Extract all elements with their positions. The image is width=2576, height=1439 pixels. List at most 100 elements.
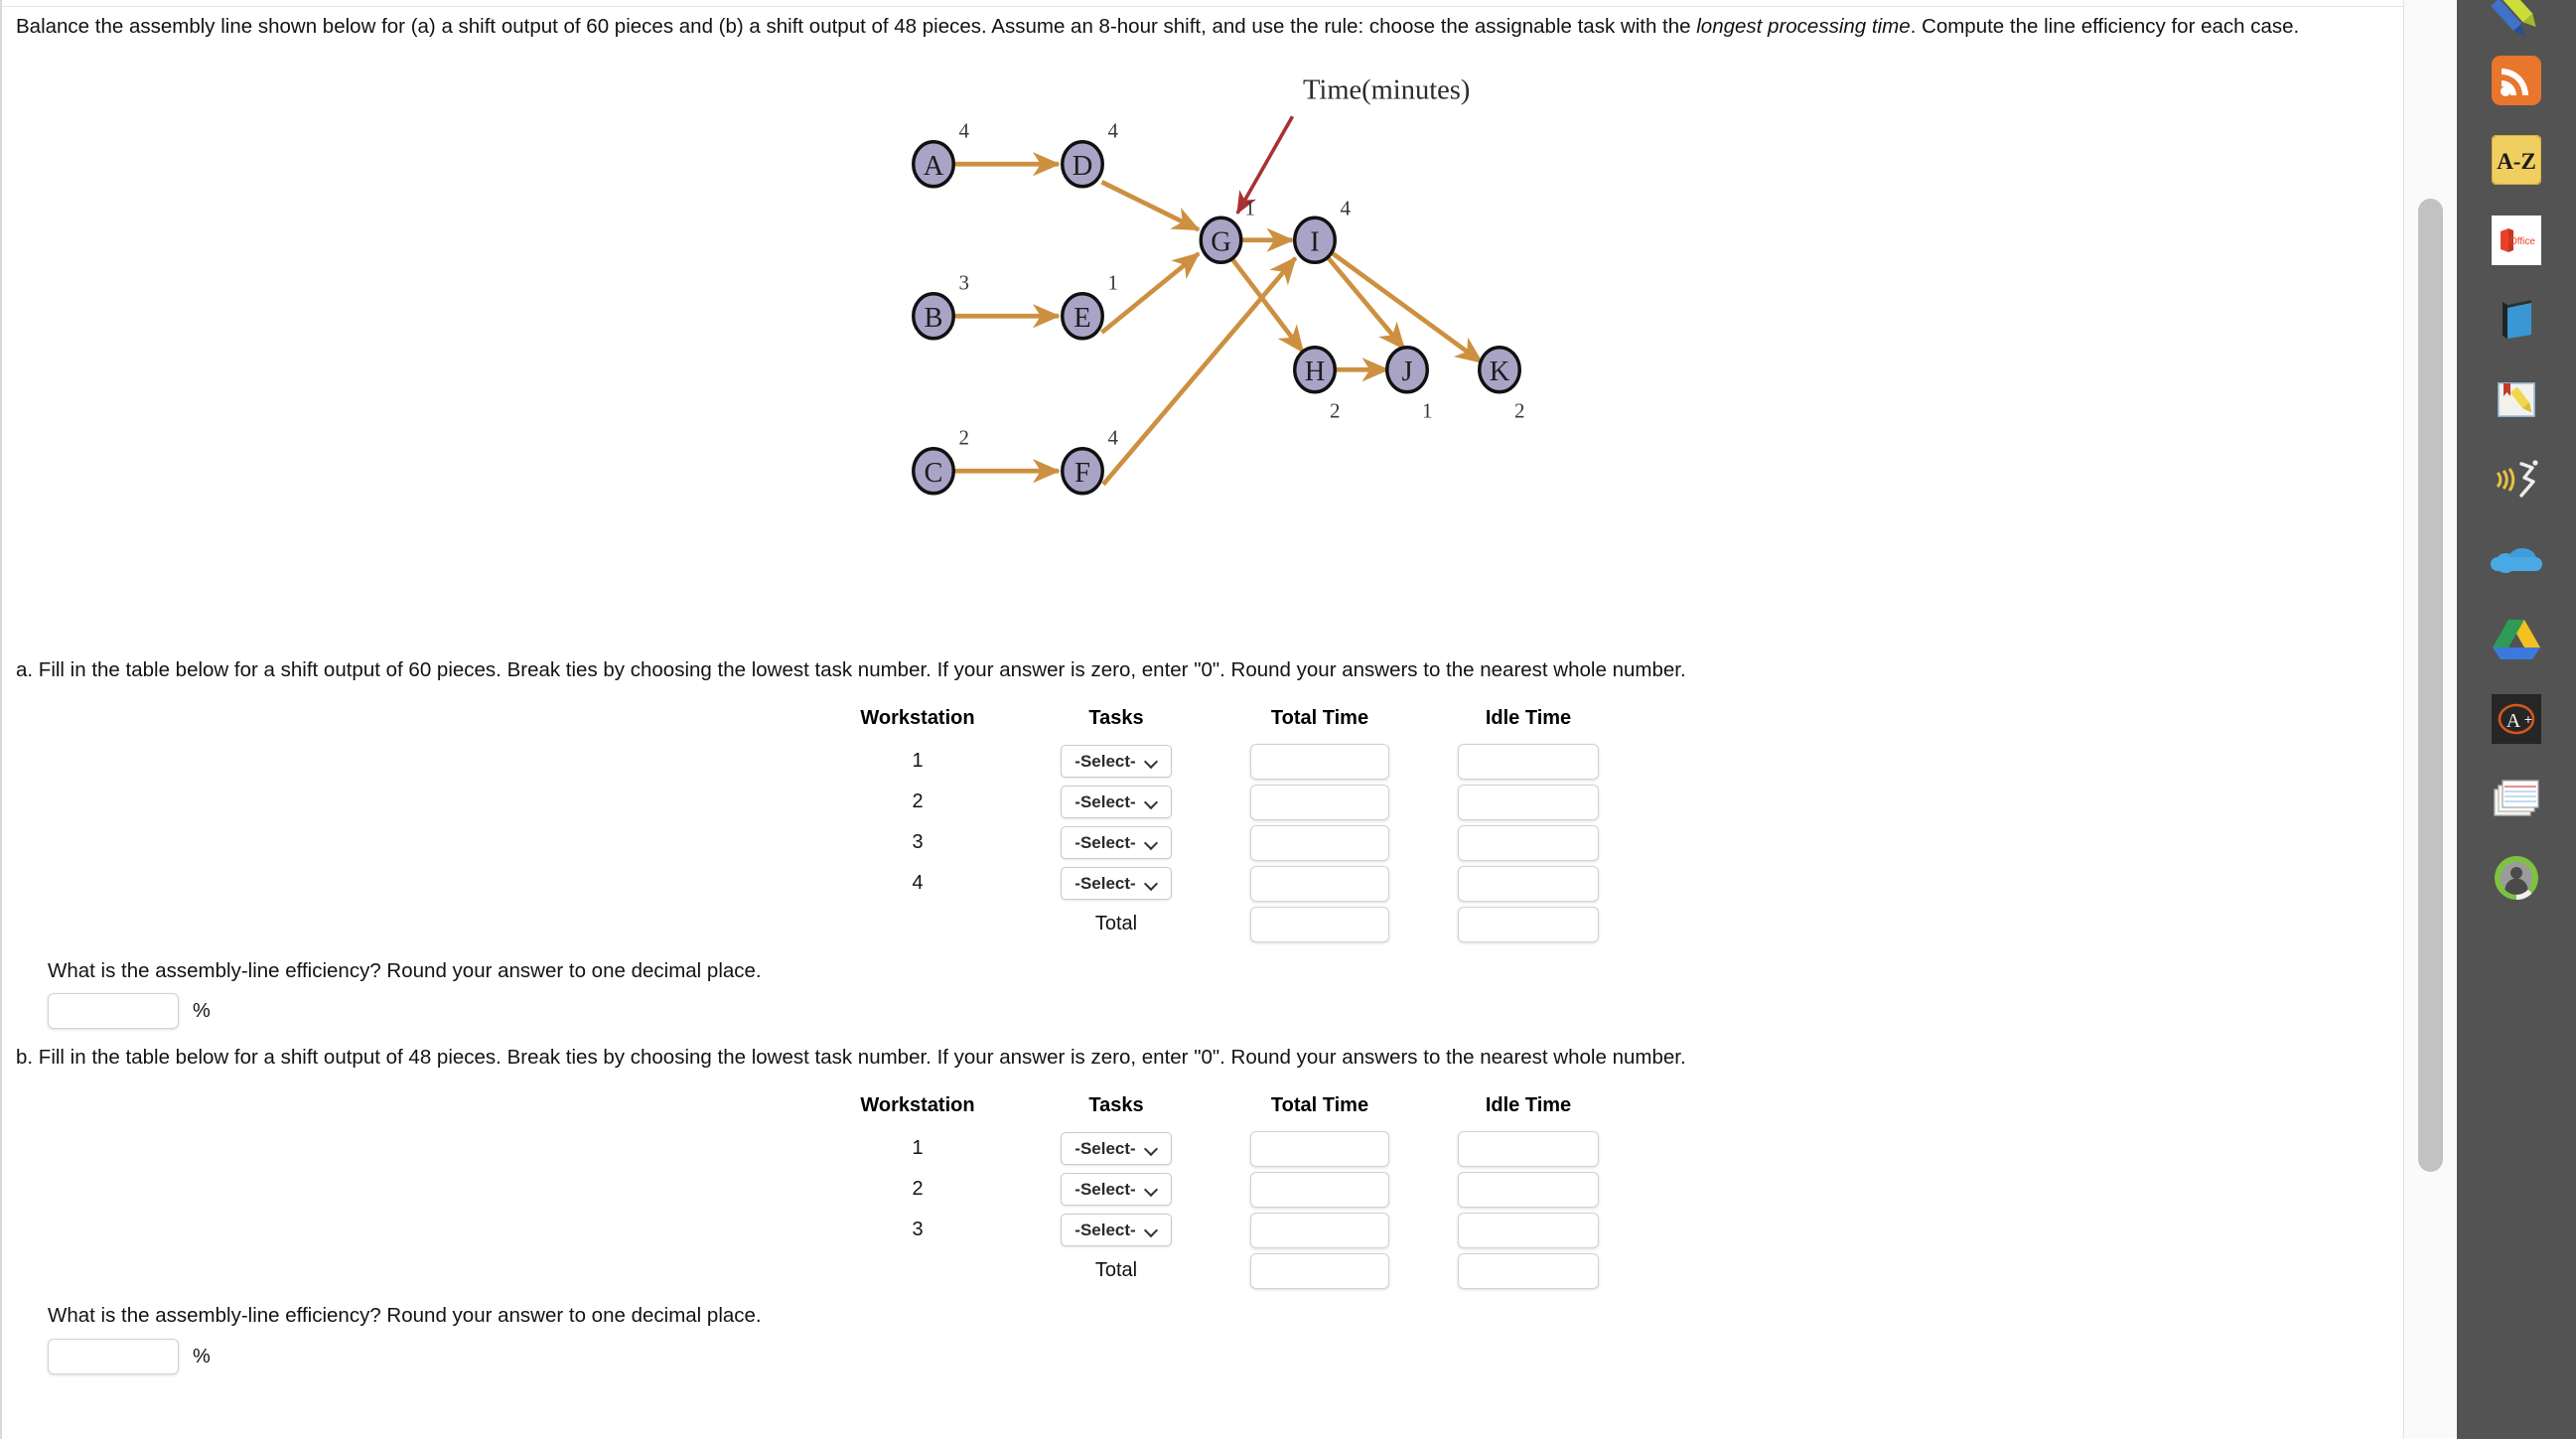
- chevron-down-icon: [1145, 1225, 1158, 1233]
- time-pointer-arrow: [1235, 115, 1295, 216]
- idle-time-input-a3[interactable]: [1458, 824, 1599, 861]
- task-select-a3[interactable]: -Select-: [1061, 826, 1172, 859]
- toolbar-item-flashcards[interactable]: [2484, 766, 2549, 831]
- idle-time-input-a2[interactable]: [1458, 784, 1599, 820]
- header-total-time: Total Time: [1270, 1094, 1369, 1116]
- svg-text:D: D: [1073, 151, 1093, 182]
- idle-time-input-a1[interactable]: [1458, 743, 1599, 780]
- task-select-a1[interactable]: -Select-: [1061, 745, 1172, 778]
- task-select-a2[interactable]: -Select-: [1061, 786, 1172, 818]
- total-time-input-a2[interactable]: [1250, 784, 1389, 820]
- svg-text:A: A: [924, 151, 944, 182]
- chevron-down-icon: [1145, 1144, 1158, 1152]
- idle-time-input-b1[interactable]: [1458, 1130, 1599, 1167]
- toolbar-item-google-drive[interactable]: [2484, 606, 2549, 671]
- total-time-input-a1[interactable]: [1250, 743, 1389, 780]
- toolbar-item-speech[interactable]: [2484, 447, 2549, 512]
- efficiency-input-b[interactable]: [48, 1339, 179, 1374]
- total-time-input-a4[interactable]: [1250, 865, 1389, 902]
- idle-time-input-b3[interactable]: [1458, 1212, 1599, 1248]
- svg-text:+: +: [2524, 711, 2532, 727]
- toolbar-item-pen-highlighter[interactable]: [2484, 0, 2549, 48]
- percent-label-b: %: [193, 1345, 211, 1367]
- table-row: 4 -Select-: [818, 863, 1633, 904]
- idle-time-cell: [1424, 863, 1633, 904]
- svg-text:1: 1: [1422, 398, 1433, 422]
- idle-time-total-input-a[interactable]: [1458, 906, 1599, 942]
- total-time-cell: [1216, 1169, 1424, 1210]
- svg-text:G: G: [1211, 226, 1231, 257]
- svg-text:4: 4: [1108, 425, 1119, 449]
- toolbar-item-profile[interactable]: [2484, 845, 2549, 911]
- chevron-down-icon: [1145, 1185, 1158, 1193]
- header-tasks: Tasks: [1088, 707, 1144, 729]
- task-select-b2[interactable]: -Select-: [1061, 1173, 1172, 1206]
- toolbar-item-book[interactable]: [2484, 287, 2549, 353]
- problem-statement: Balance the assembly line shown below fo…: [16, 14, 2379, 41]
- total-time-cell: [1216, 1210, 1424, 1250]
- svg-text:C: C: [924, 458, 942, 489]
- node-h: H 2: [1293, 346, 1341, 422]
- diagram-nodes: A 4 D 4 B 3 E: [912, 118, 1525, 496]
- total-time-input-a3[interactable]: [1250, 824, 1389, 861]
- efficiency-input-a[interactable]: [48, 993, 179, 1029]
- vertical-scrollbar[interactable]: [2403, 0, 2457, 1439]
- svg-text:K: K: [1490, 357, 1510, 387]
- toolbar-item-onedrive[interactable]: [2484, 526, 2549, 592]
- tasks-cell: -Select-: [1017, 1169, 1216, 1210]
- tasks-cell: -Select-: [1017, 1210, 1216, 1250]
- pen-highlighter-icon: [2487, 0, 2546, 45]
- total-time-input-b3[interactable]: [1250, 1212, 1389, 1248]
- idle-time-input-a4[interactable]: [1458, 865, 1599, 902]
- workstation-number: 2: [912, 791, 924, 812]
- total-time-input-b2[interactable]: [1250, 1171, 1389, 1208]
- svg-text:3: 3: [959, 270, 970, 294]
- scrollbar-thumb[interactable]: [2418, 199, 2443, 1172]
- tasks-cell: -Select-: [1017, 782, 1216, 822]
- precedence-diagram: Time(minutes) A 4 D 4 B: [826, 60, 1601, 556]
- toolbar-item-annotate[interactable]: [2484, 366, 2549, 432]
- section-a-instruction: a. Fill in the table below for a shift o…: [16, 658, 1686, 681]
- svg-text:2: 2: [959, 425, 970, 449]
- idle-time-cell: [1424, 1128, 1633, 1169]
- table-row: 3 -Select-: [818, 1210, 1633, 1250]
- workstation-number: 1: [912, 1137, 924, 1159]
- precedence-diagram-svg: Time(minutes) A 4 D 4 B: [912, 74, 1525, 496]
- total-time-total-input-b[interactable]: [1250, 1252, 1389, 1289]
- toolbar-item-grade[interactable]: A +: [2484, 686, 2549, 752]
- task-select-b3[interactable]: -Select-: [1061, 1214, 1172, 1246]
- toolbar-item-office[interactable]: Office: [2484, 208, 2549, 273]
- tasks-cell: -Select-: [1017, 863, 1216, 904]
- total-time-cell: [1216, 782, 1424, 822]
- toolbar-item-rss[interactable]: [2484, 48, 2549, 113]
- total-time-total-input-a[interactable]: [1250, 906, 1389, 942]
- svg-text:H: H: [1305, 357, 1326, 387]
- microsoft-office-icon: Office: [2492, 216, 2541, 265]
- section-b-table: Workstation Tasks Total Time Idle Time 1…: [818, 1094, 1633, 1291]
- svg-text:B: B: [924, 303, 942, 334]
- table-header-row: Workstation Tasks Total Time Idle Time: [818, 1094, 1633, 1128]
- idle-time-total-input-b[interactable]: [1458, 1252, 1599, 1289]
- total-time-input-b1[interactable]: [1250, 1130, 1389, 1167]
- svg-text:A-Z: A-Z: [2497, 149, 2536, 174]
- table-row: 1 -Select-: [818, 1128, 1633, 1169]
- edge-i-k: [1331, 251, 1484, 364]
- node-f: F 4: [1061, 425, 1119, 496]
- toolbar-item-dictionary[interactable]: A-Z: [2484, 127, 2549, 193]
- total-time-total-cell: [1216, 1250, 1424, 1291]
- diagram-edges: [952, 152, 1484, 487]
- task-select-a4[interactable]: -Select-: [1061, 867, 1172, 900]
- extension-toolbar: A-Z Office: [2457, 0, 2576, 1439]
- svg-text:1: 1: [1245, 196, 1256, 219]
- total-time-cell: [1216, 741, 1424, 782]
- idle-time-input-b2[interactable]: [1458, 1171, 1599, 1208]
- text-to-speech-icon: [2492, 455, 2541, 504]
- task-select-b1[interactable]: -Select-: [1061, 1132, 1172, 1165]
- content-pane: Balance the assembly line shown below fo…: [0, 0, 2403, 1439]
- task-select-b3-label: -Select-: [1074, 1220, 1136, 1239]
- google-drive-icon: [2491, 616, 2542, 661]
- tasks-cell: -Select-: [1017, 1128, 1216, 1169]
- svg-text:Office: Office: [2509, 236, 2535, 247]
- idle-time-cell: [1424, 1169, 1633, 1210]
- tasks-cell: -Select-: [1017, 741, 1216, 782]
